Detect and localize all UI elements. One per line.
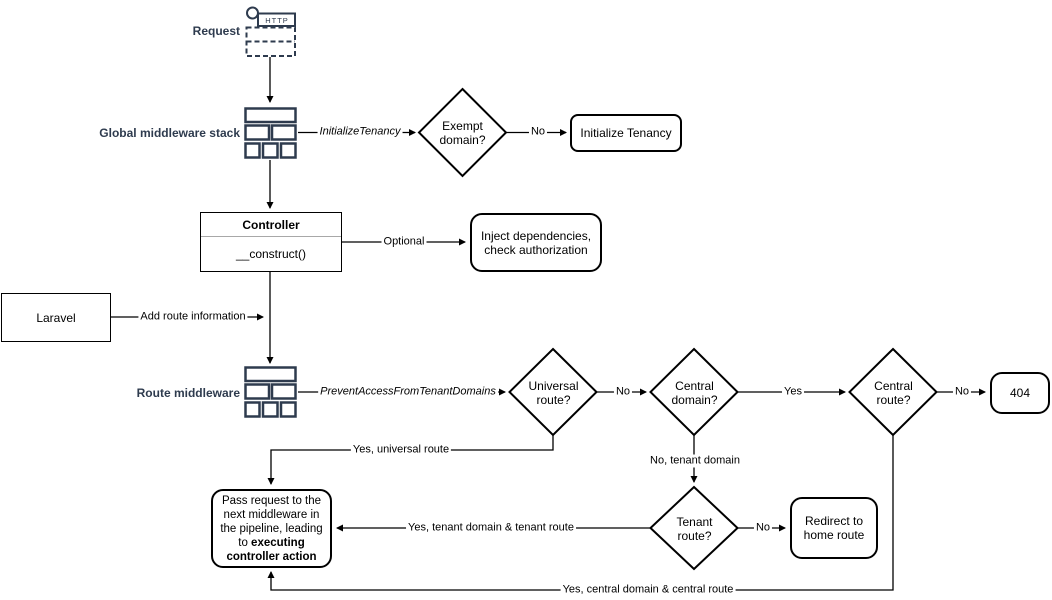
edge-label-yes-central: Yes, central domain & central route — [560, 583, 736, 597]
global-middleware-stack-icon — [244, 107, 297, 159]
pass-request-node: Pass request to the next middleware in t… — [211, 489, 332, 568]
edge-label-yes-universal: Yes, universal route — [350, 443, 452, 457]
edge-label-yes-tenant: Yes, tenant domain & tenant route — [406, 521, 576, 535]
laravel-node: Laravel — [1, 293, 111, 342]
route-middleware-icon — [244, 366, 297, 418]
edge-label-optional: Optional — [381, 235, 427, 249]
edge-label-yes1: Yes — [782, 385, 804, 399]
central-domain-label: Central domain? — [671, 378, 718, 407]
http-icon-label: HTTP — [265, 15, 289, 25]
edge-label-initialize-tenancy: InitializeTenancy — [317, 125, 403, 139]
http-request-icon — [245, 6, 296, 57]
edge-label-no4: No — [753, 521, 773, 535]
route-middleware-label: Route middleware — [136, 386, 240, 400]
edge-label-no2: No — [613, 385, 633, 399]
controller-title: Controller — [242, 217, 300, 232]
edge-universal-yes-to-pass — [267, 435, 554, 485]
global-middleware-label: Global middleware stack — [99, 126, 240, 140]
controller-node: Controller __construct() — [200, 212, 342, 272]
controller-method: __construct() — [201, 236, 341, 271]
edge-label-no1: No — [528, 125, 548, 139]
central-route-label: Central route? — [874, 378, 913, 407]
request-label: Request — [192, 24, 240, 38]
exempt-domain-label: Exempt domain? — [439, 118, 486, 147]
universal-route-label: Universal route? — [528, 378, 579, 407]
edge-label-no3: No — [952, 385, 972, 399]
initialize-tenancy-node: Initialize Tenancy — [570, 114, 682, 152]
edge-label-add-route-info: Add route information — [138, 310, 248, 324]
not-found-404-node: 404 — [990, 372, 1050, 414]
edge-label-prevent-access: PreventAccessFromTenantDomains — [318, 385, 498, 399]
inject-dependencies-node: Inject dependencies, check authorization — [470, 213, 602, 272]
tenant-route-label: Tenant route? — [676, 514, 713, 543]
redirect-home-node: Redirect to home route — [790, 497, 878, 559]
pass-request-bold-text: executing controller action — [226, 536, 317, 563]
pass-request-text: Pass request to the next middleware in t… — [220, 494, 323, 549]
exempt-domain-diamond — [417, 87, 508, 178]
tenant-route-diamond — [649, 485, 739, 571]
edge-label-no-tenant-domain: No, tenant domain — [648, 454, 742, 468]
